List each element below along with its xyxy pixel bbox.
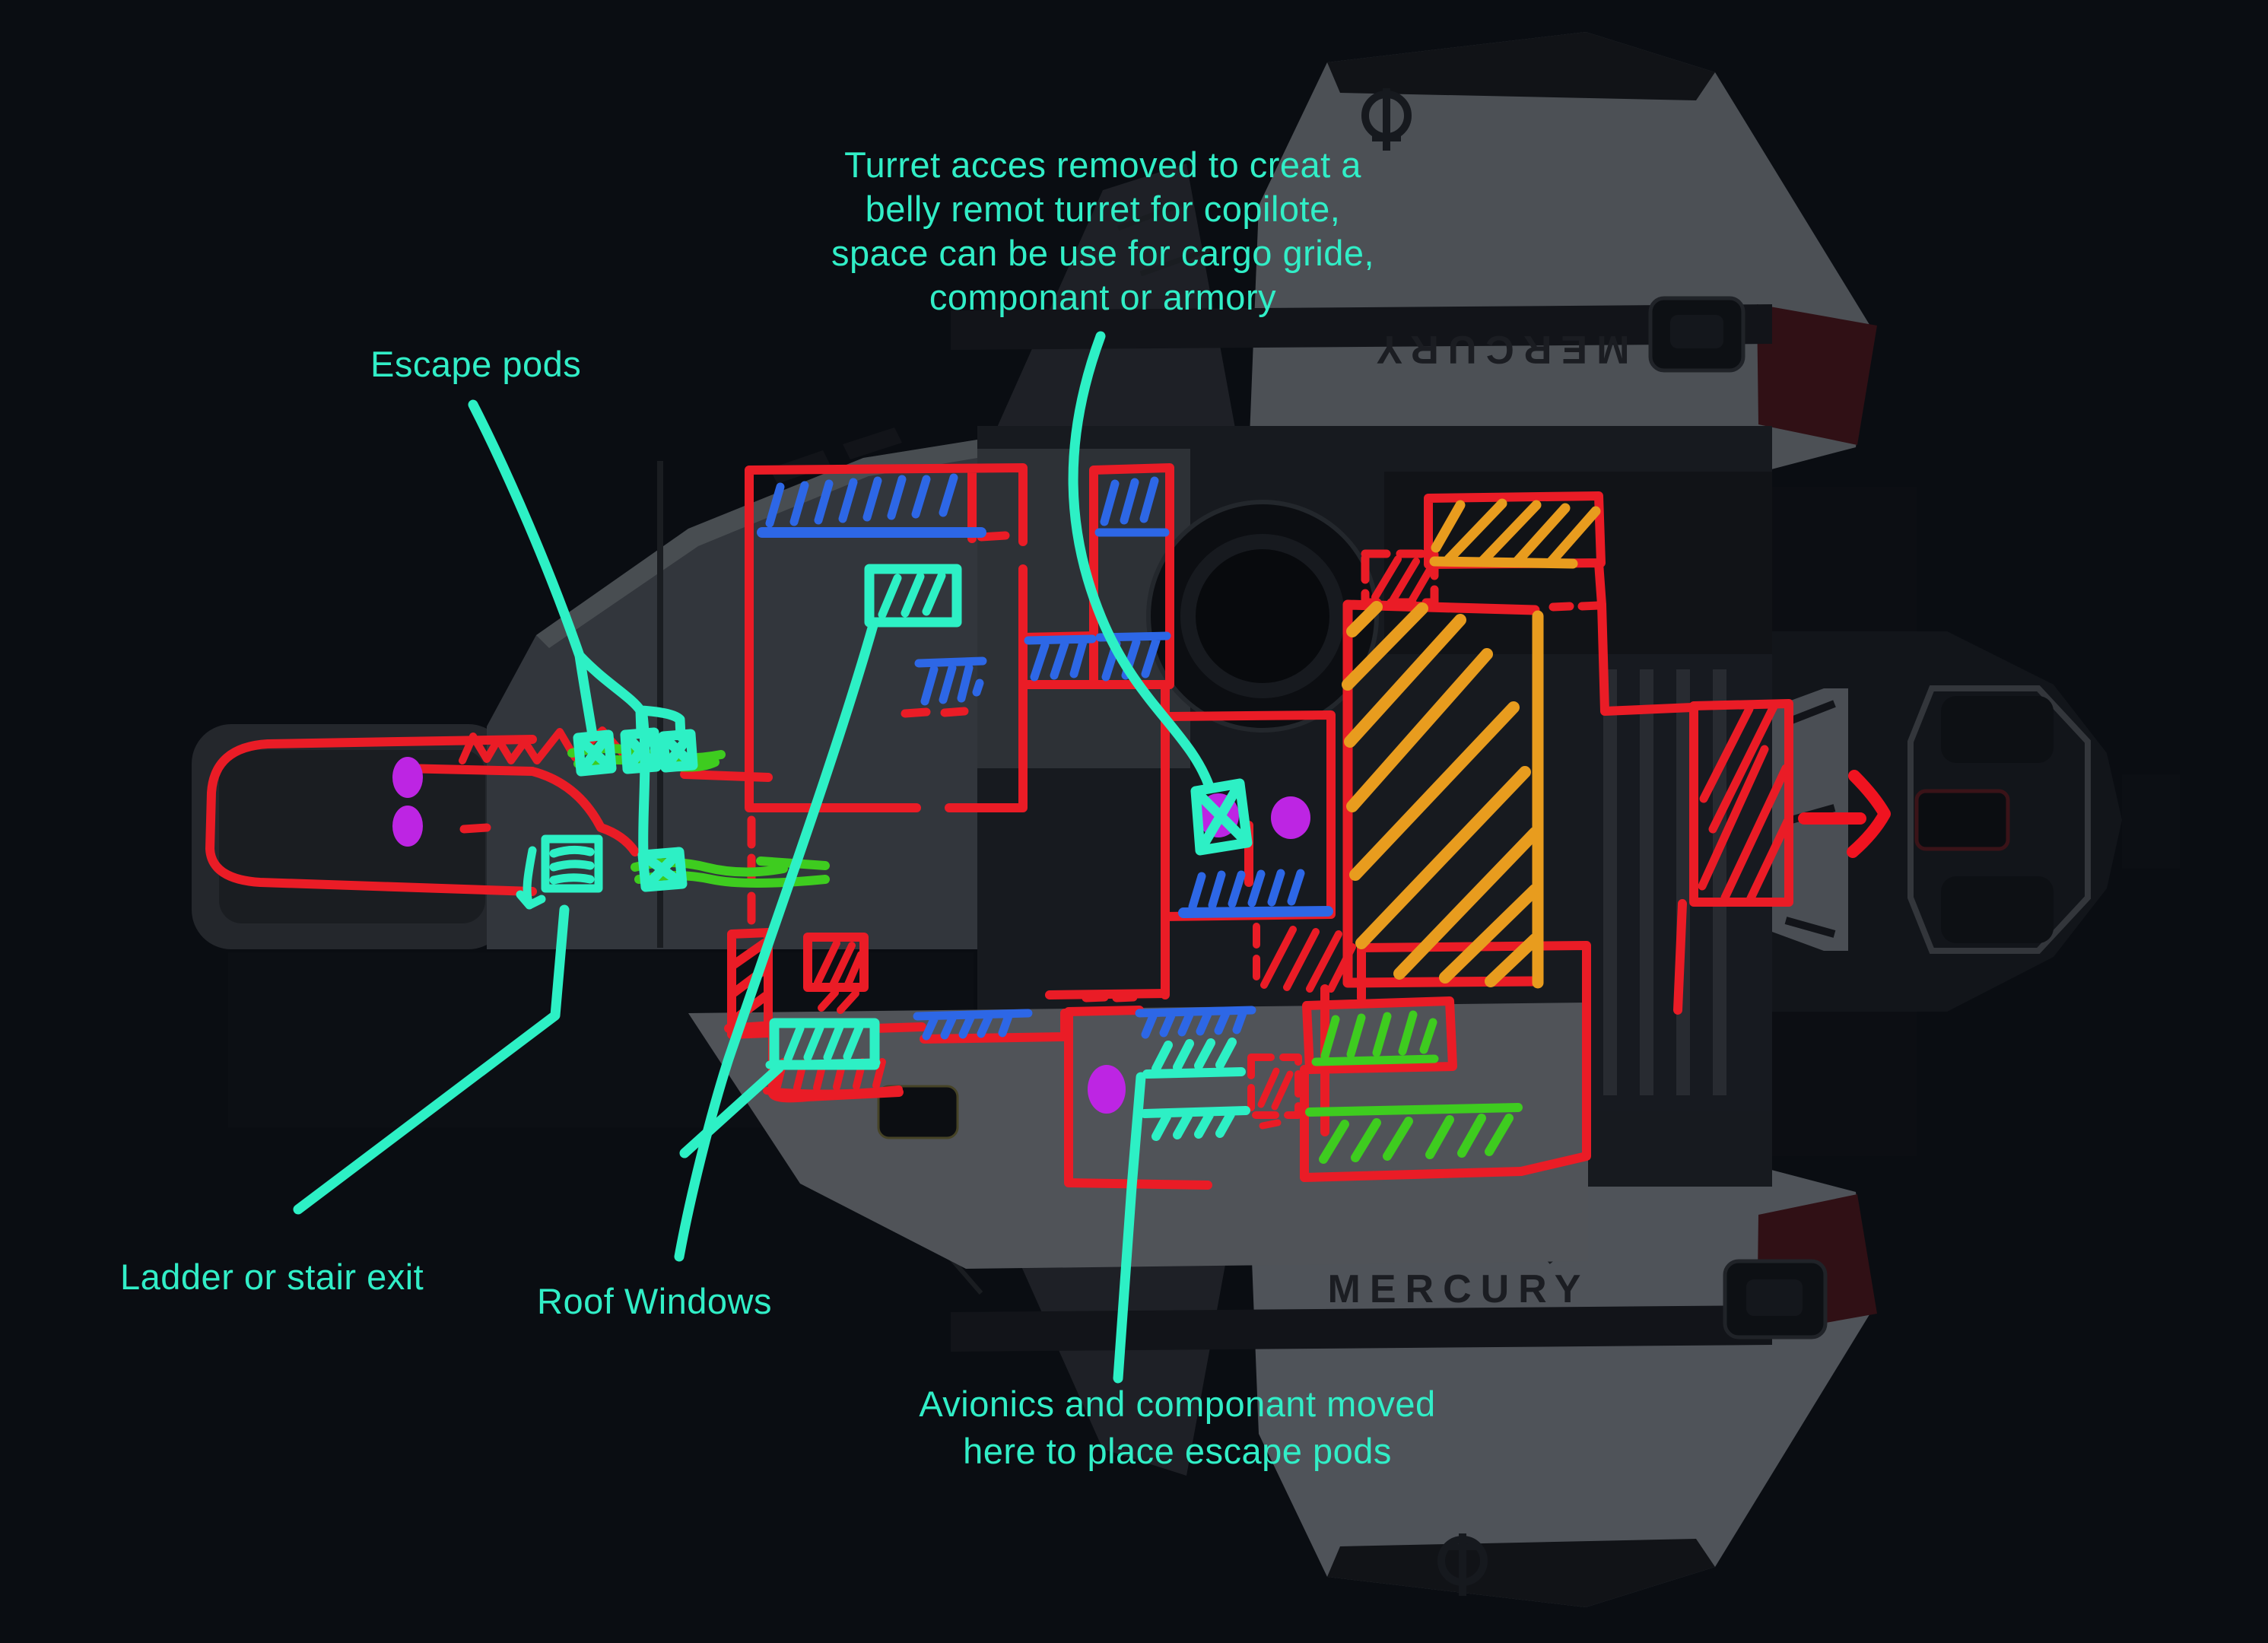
roof-window-1 bbox=[864, 564, 962, 628]
dashed-box-small bbox=[1247, 1053, 1302, 1119]
hull-centerline bbox=[397, 764, 773, 856]
escape-pods-label: Escape pods bbox=[370, 344, 582, 384]
escape-pod-xbox-4 bbox=[637, 847, 688, 892]
cargo-grid-hatches bbox=[1342, 601, 1541, 987]
nose-pod-dot-1 bbox=[392, 757, 423, 798]
engine-section bbox=[1772, 487, 2180, 1156]
dashed-box-small-marks bbox=[1257, 1067, 1294, 1130]
small-hatch-box-marks bbox=[814, 939, 865, 1014]
dashed-hatch-box-marks bbox=[1371, 555, 1437, 605]
top-orange-box-outline bbox=[1424, 491, 1606, 609]
ship-name-top: MERCURY bbox=[1367, 327, 1630, 371]
blue-strip-mid-room bbox=[1024, 634, 1097, 682]
red-dashes-misc bbox=[459, 531, 1603, 1003]
avionics-note-line: Avionics and componant moved bbox=[919, 1384, 1436, 1424]
escape-pod-xbox-1 bbox=[573, 729, 617, 777]
turret-note-line: Turret acces removed to creat a bbox=[844, 145, 1361, 185]
roof-window-1-leader bbox=[674, 620, 878, 1262]
tall-right-room bbox=[1089, 463, 1174, 689]
blue-strip-left-room-lower bbox=[914, 656, 987, 706]
turret-note-line: belly remot turret for copilote, bbox=[865, 189, 1341, 229]
relocation-arrow-icon bbox=[1798, 770, 1891, 858]
blue-strip-lower-hull bbox=[913, 1009, 1033, 1041]
green-room-1-marks bbox=[1311, 1010, 1439, 1066]
roof-windows-label: Roof Windows bbox=[537, 1281, 772, 1321]
escape-pod-xbox-2 bbox=[620, 727, 662, 774]
ship-name-bottom: MERCURY bbox=[1328, 1267, 1590, 1311]
ladder-leader-line bbox=[293, 904, 570, 1215]
escape-pods-leader-line bbox=[468, 399, 686, 859]
mid-connectors bbox=[1045, 912, 1170, 999]
green-room-2-marks bbox=[1305, 1103, 1523, 1164]
roof-window-2-leader bbox=[679, 1063, 784, 1158]
crusader-emblem-bottom bbox=[1437, 1533, 1488, 1596]
ladder-exit-label: Ladder or stair exit bbox=[120, 1257, 424, 1297]
top-wing bbox=[951, 32, 1877, 494]
ladder-arrow-icon bbox=[516, 846, 546, 910]
right-connectors bbox=[1597, 600, 1697, 1015]
avionics-note-line: here to place escape pods bbox=[963, 1431, 1392, 1471]
avionics-strip-2 bbox=[1140, 1106, 1250, 1141]
green-room-1-outline bbox=[1302, 996, 1457, 1074]
nose-room-outline bbox=[205, 735, 537, 896]
top-box-hatches bbox=[1429, 498, 1601, 569]
orange-cargo-hatching bbox=[1342, 498, 1601, 989]
avionics-note: Avionics and componant moved here to pla… bbox=[858, 1381, 1497, 1475]
lower-left-room bbox=[724, 1009, 1069, 1103]
crusader-emblem-top bbox=[1361, 88, 1412, 151]
blue-strip-tall-room-bottom bbox=[1095, 631, 1171, 682]
turret-leader-line bbox=[1068, 331, 1215, 792]
avionics-leader-line bbox=[1113, 1072, 1146, 1384]
blue-hatch-strips bbox=[757, 473, 1333, 1041]
ladder-icon bbox=[541, 834, 603, 893]
roof-window-2-underhatch bbox=[763, 1058, 903, 1098]
blue-strip-center-bottom-underline bbox=[1178, 906, 1333, 918]
blue-strip-left-room bbox=[765, 473, 958, 528]
turret-access-xbox bbox=[1190, 778, 1253, 856]
red-hatch-box-outline bbox=[1689, 699, 1793, 907]
teal-annotations bbox=[293, 331, 1253, 1384]
turret-note-line: space can be use for cargo gride, bbox=[831, 233, 1375, 273]
roof-window-2 bbox=[765, 1018, 881, 1070]
green-room-2-outline bbox=[1300, 1065, 1526, 1182]
blue-strip-center-bottom bbox=[1188, 869, 1305, 911]
blue-strip-tall-room-top bbox=[1094, 476, 1170, 537]
center-dot bbox=[1271, 796, 1310, 839]
turret-note: Turret acces removed to creat a belly re… bbox=[783, 143, 1422, 319]
turret-note-line: componant or armory bbox=[929, 277, 1277, 317]
dashed-hatch-box bbox=[1361, 549, 1439, 607]
engine-hatch-zone bbox=[1253, 923, 1356, 993]
avionics-strip-1 bbox=[1142, 1038, 1246, 1079]
component-room-dot bbox=[1088, 1065, 1126, 1114]
component-room-outline bbox=[1064, 984, 1329, 1190]
red-hatch-box-marks bbox=[1698, 699, 1792, 906]
nose-pod-dot-2 bbox=[392, 806, 423, 847]
blue-strip-component-room bbox=[1135, 1006, 1256, 1039]
escape-pod-xbox-3 bbox=[658, 729, 698, 773]
